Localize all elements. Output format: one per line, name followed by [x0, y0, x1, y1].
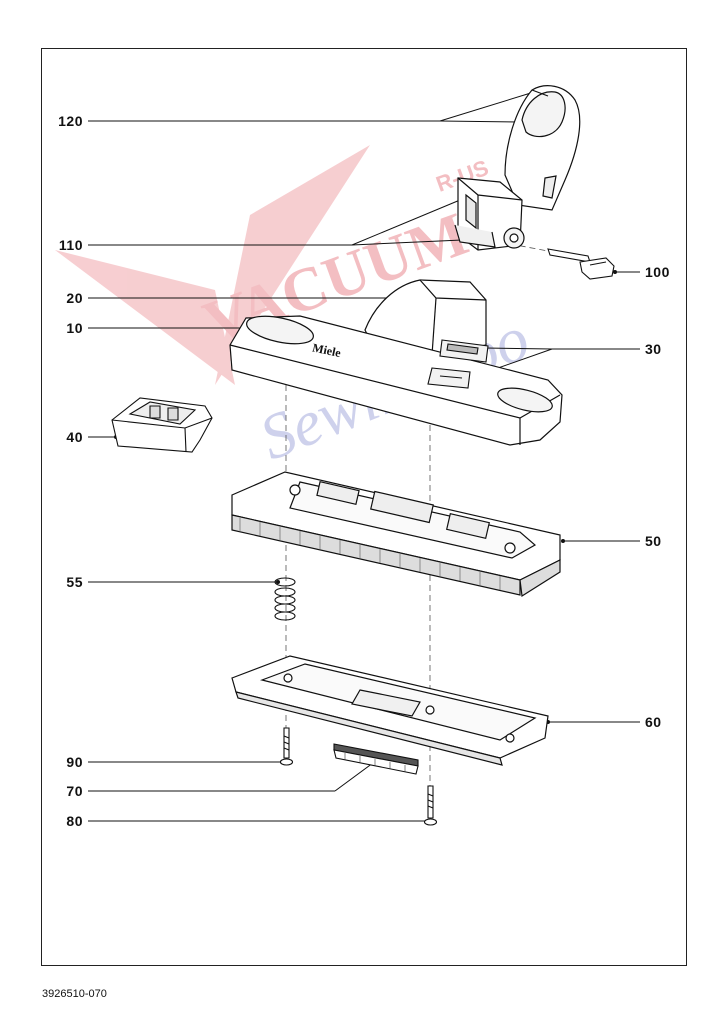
part-110-hinge-joint	[455, 178, 524, 250]
brand-logo-miele: Miele	[311, 340, 343, 360]
callout-100: 100	[645, 264, 670, 280]
part-90-screw	[281, 728, 293, 765]
part-50-brush-plate	[232, 472, 560, 596]
callout-110: 110	[58, 237, 83, 253]
callout-70: 70	[66, 783, 83, 799]
callout-40: 40	[66, 429, 83, 445]
callout-80: 80	[66, 813, 83, 829]
part-55-spring	[275, 578, 295, 620]
diagram-frame	[41, 48, 687, 966]
callout-20: 20	[66, 290, 83, 306]
part-60-sole-plate	[232, 656, 548, 765]
part-70-brush-strip	[334, 744, 418, 774]
part-40-accessory-clip	[112, 398, 212, 452]
part-120-swivel-neck	[505, 86, 580, 210]
callout-30: 30	[645, 341, 662, 357]
part-10-main-housing: Miele	[230, 311, 562, 445]
watermark-v-stroke	[55, 250, 235, 385]
part-100-axle-pin	[548, 249, 614, 279]
callout-60: 60	[645, 714, 662, 730]
callout-10: 10	[66, 320, 83, 336]
callout-90: 90	[66, 754, 83, 770]
callout-50: 50	[645, 533, 662, 549]
callout-55: 55	[66, 574, 83, 590]
brush-bristles	[240, 518, 500, 590]
part-30-pedal-switch	[428, 340, 488, 388]
part-80-screw	[425, 786, 437, 825]
callout-120: 120	[58, 113, 83, 129]
document-number: 3926510-070	[42, 988, 107, 1000]
